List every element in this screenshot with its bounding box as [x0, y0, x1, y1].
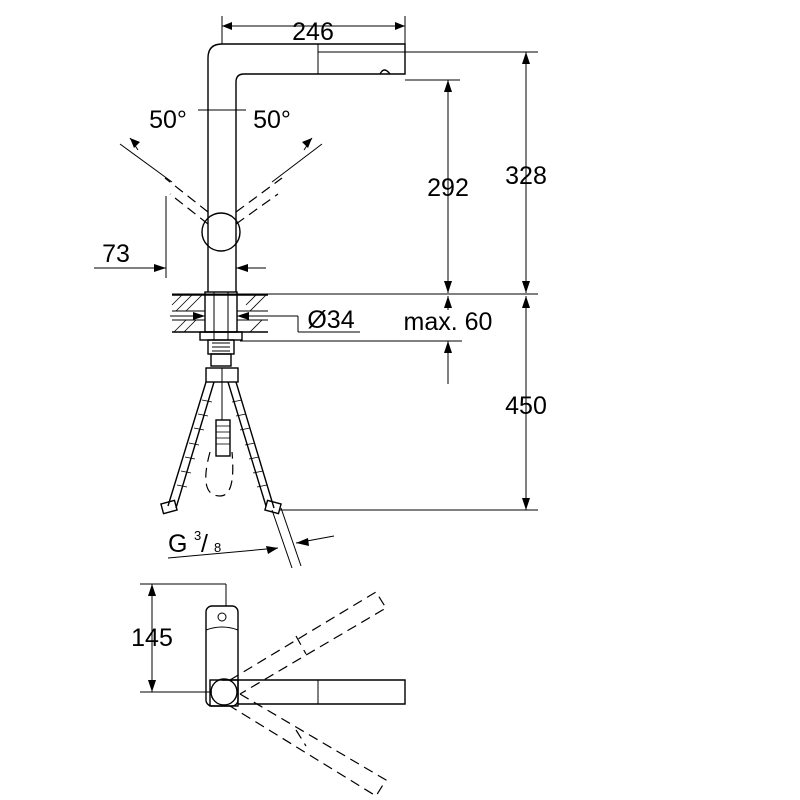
- dim-hole-diameter: Ø34: [170, 306, 360, 334]
- handle-height-label: 145: [131, 624, 173, 652]
- dim-hose-length: 450: [280, 296, 547, 511]
- spout-reach-label: 246: [292, 18, 334, 46]
- hole-diameter-label: Ø34: [307, 306, 354, 334]
- worktop-section: [171, 294, 268, 333]
- base-offset-label: 73: [102, 240, 130, 268]
- hose-length-label: 450: [505, 392, 547, 420]
- spout-height-label: 292: [427, 174, 469, 202]
- deck-thickness-label: max. 60: [404, 308, 493, 336]
- faucet-front-view: [199, 43, 406, 367]
- dim-deck-thickness: max. 60: [240, 296, 492, 384]
- swivel-right-label: 50°: [253, 106, 291, 134]
- thread-denominator-label: 8: [214, 540, 221, 555]
- dim-thread: G 3 / 8: [167, 507, 335, 569]
- supply-hoses: [160, 367, 282, 515]
- swivel-left-label: 50°: [149, 106, 187, 134]
- faucet-side-view: [205, 591, 406, 797]
- dim-base-offset: 73: [94, 196, 266, 278]
- dim-spout-height: 292: [405, 79, 469, 293]
- thread-numerator-label: 3: [194, 528, 201, 543]
- dim-spout-reach: 246: [221, 16, 406, 46]
- dim-handle-height: 145: [131, 583, 227, 693]
- svg-text:/: /: [201, 530, 208, 558]
- dim-total-height: 328: [318, 51, 547, 293]
- thread-prefix-label: G: [168, 530, 187, 558]
- swivel-angle-lines: [119, 109, 323, 225]
- total-height-label: 328: [505, 162, 547, 190]
